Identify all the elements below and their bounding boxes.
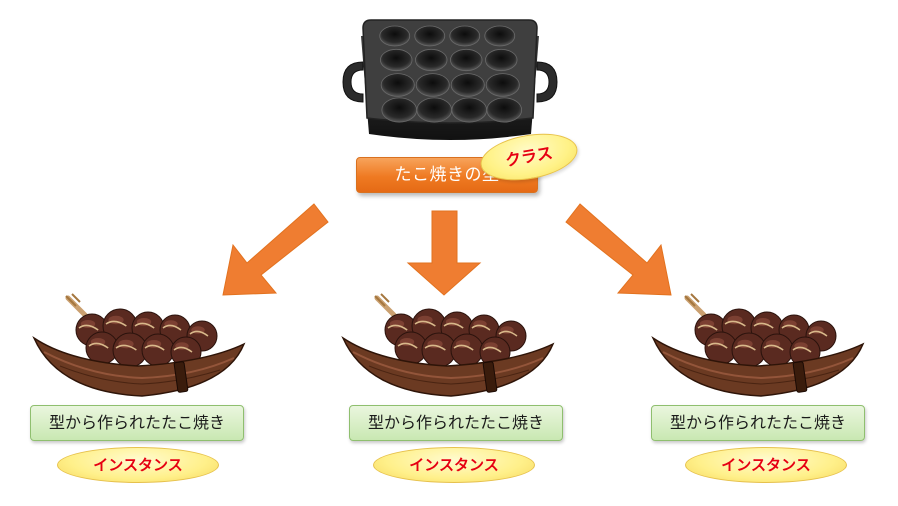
- boat-part: [678, 365, 840, 385]
- boat-part: [65, 293, 81, 307]
- pan-hole: [485, 73, 520, 97]
- takoyaki-boat-icon: [341, 293, 555, 397]
- boat-part: [651, 335, 865, 397]
- boat-part: [792, 361, 808, 393]
- instance-label: 型から作られたたこ焼き: [349, 405, 563, 441]
- pan-hole: [450, 73, 485, 97]
- boat-part: [397, 342, 418, 349]
- boat-part: [189, 330, 209, 337]
- boat-part: [684, 293, 700, 307]
- boat-part: [115, 344, 137, 351]
- takoyaki-pan-icon: [342, 19, 558, 140]
- takoyaki-ball: [141, 333, 175, 367]
- boat-part: [374, 293, 390, 307]
- pan-hole: [415, 48, 448, 72]
- takoyaki-ball: [450, 333, 484, 367]
- arrow-to-instance-left: [222, 203, 329, 296]
- boat-part: [105, 320, 127, 327]
- pan-hole: [415, 73, 450, 97]
- pan-hole: [484, 25, 516, 47]
- boat-part: [162, 324, 182, 331]
- arrow-to-instance-center: [406, 210, 482, 296]
- boat-part: [368, 365, 530, 385]
- pan-hole: [380, 48, 413, 72]
- takoyaki-ball: [760, 333, 794, 367]
- pan-hole: [380, 73, 415, 97]
- pan-hole: [379, 25, 411, 47]
- boat-part: [792, 346, 812, 353]
- boat-part: [134, 322, 155, 329]
- pan-hole: [450, 48, 483, 72]
- instance-badge: インスタンス: [685, 447, 847, 483]
- boat-part: [59, 365, 221, 385]
- boat-part: [352, 351, 544, 380]
- boat-part: [173, 361, 189, 393]
- boat-part: [414, 320, 436, 327]
- pan-hole: [449, 25, 481, 47]
- boat-part: [453, 344, 474, 351]
- boat-part: [763, 344, 784, 351]
- boat-part: [387, 324, 408, 331]
- takoyaki-boat-icon: [651, 293, 865, 397]
- boat-part: [781, 324, 801, 331]
- boat-part: [482, 346, 502, 353]
- boat-part: [341, 335, 555, 397]
- pan-hole: [414, 25, 446, 47]
- boat-part: [482, 361, 498, 393]
- boat-part: [144, 344, 165, 351]
- boat-part: [697, 324, 718, 331]
- boat-part: [443, 322, 464, 329]
- boat-part: [471, 324, 491, 331]
- boat-part: [32, 335, 246, 397]
- boat-part: [753, 322, 774, 329]
- boat-part: [173, 346, 193, 353]
- pan-hole: [485, 48, 518, 72]
- boat-part: [498, 330, 518, 337]
- boat-part: [43, 351, 235, 380]
- boat-part: [88, 342, 109, 349]
- boat-part: [707, 342, 728, 349]
- instance-badge: インスタンス: [373, 447, 535, 483]
- boat-part: [734, 344, 756, 351]
- arrow-to-instance-right: [565, 203, 672, 296]
- boat-part: [78, 324, 99, 331]
- instance-label: 型から作られたたこ焼き: [30, 405, 244, 441]
- boat-part: [662, 351, 854, 380]
- instance-label: 型から作られたたこ焼き: [651, 405, 865, 441]
- takoyaki-boat-icon: [32, 293, 246, 397]
- pan-hole: [486, 97, 523, 123]
- boat-part: [724, 320, 746, 327]
- instance-badge: インスタンス: [57, 447, 219, 483]
- boat-part: [808, 330, 828, 337]
- boat-part: [424, 344, 446, 351]
